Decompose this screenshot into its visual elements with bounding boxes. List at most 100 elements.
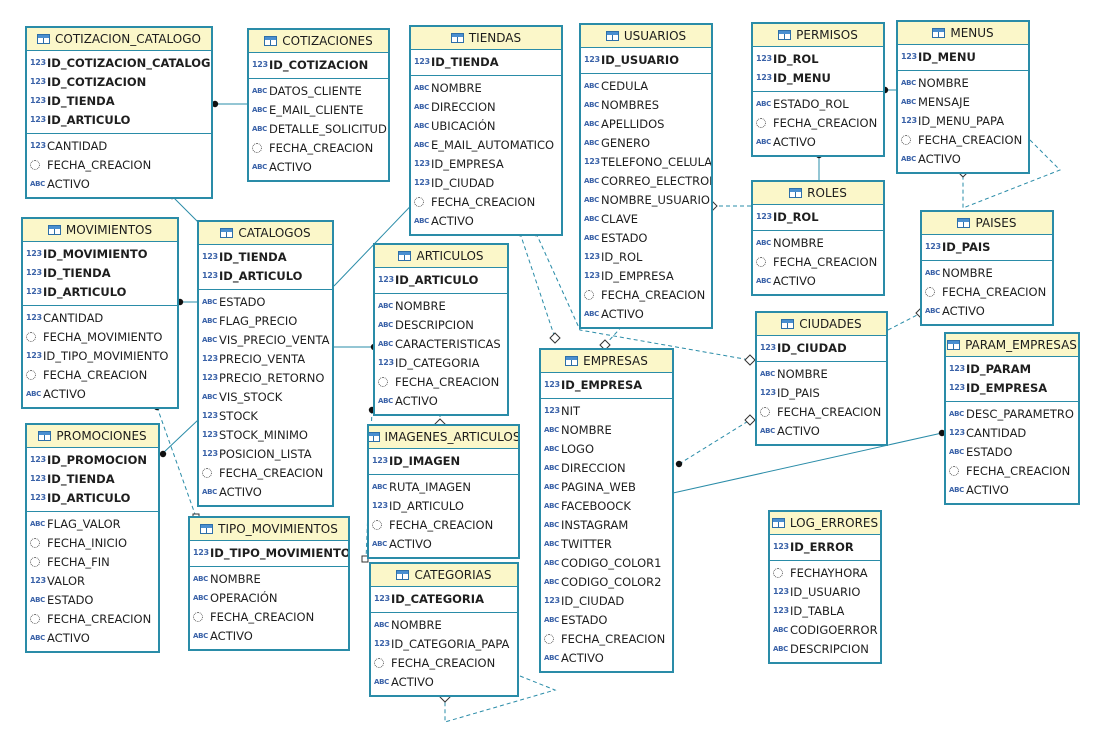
column-fechayhora[interactable]: FECHAYHORA	[770, 563, 880, 582]
column-fecha-creacion[interactable]: FECHA_CREACION	[199, 463, 332, 482]
table-header[interactable]: TIPO_MOVIMIENTOS	[190, 518, 348, 541]
table-header[interactable]: MOVIMIENTOS	[23, 219, 177, 242]
column-fecha-creacion[interactable]: FECHA_CREACION	[369, 515, 518, 534]
column-fecha-creacion[interactable]: FECHA_CREACION	[375, 372, 507, 391]
table-header[interactable]: PROMOCIONES	[27, 425, 158, 448]
table-header[interactable]: CATALOGOS	[199, 222, 332, 245]
column-fecha-creacion[interactable]: FECHA_CREACION	[753, 252, 883, 271]
table-header[interactable]: COTIZACION_CATALOGO	[27, 28, 211, 51]
table-header[interactable]: CATEGORIAS	[371, 564, 517, 587]
table-header[interactable]: PARAM_EMPRESAS	[946, 334, 1078, 357]
column-fecha-creacion[interactable]: FECHA_CREACION	[757, 402, 886, 421]
table-header[interactable]: COTIZACIONES	[249, 30, 388, 53]
table-header[interactable]: EMPRESAS	[541, 350, 672, 373]
column-fecha-creacion[interactable]: FECHA_CREACION	[23, 365, 177, 384]
column-fecha-fin[interactable]: FECHA_FIN	[27, 552, 158, 571]
table-header[interactable]: USUARIOS	[581, 25, 711, 48]
table-header[interactable]: PAISES	[922, 212, 1052, 235]
table-header[interactable]: CIUDADES	[757, 313, 886, 336]
column-fecha-creacion[interactable]: FECHA_CREACION	[922, 282, 1052, 301]
column-fecha-movimiento[interactable]: FECHA_MOVIMIENTO	[23, 327, 177, 346]
table-header[interactable]: PERMISOS	[753, 24, 883, 47]
column-fecha-creacion[interactable]: FECHA_CREACION	[190, 607, 348, 626]
table-header[interactable]: TIENDAS	[411, 27, 561, 50]
column-fecha-inicio[interactable]: FECHA_INICIO	[27, 533, 158, 552]
